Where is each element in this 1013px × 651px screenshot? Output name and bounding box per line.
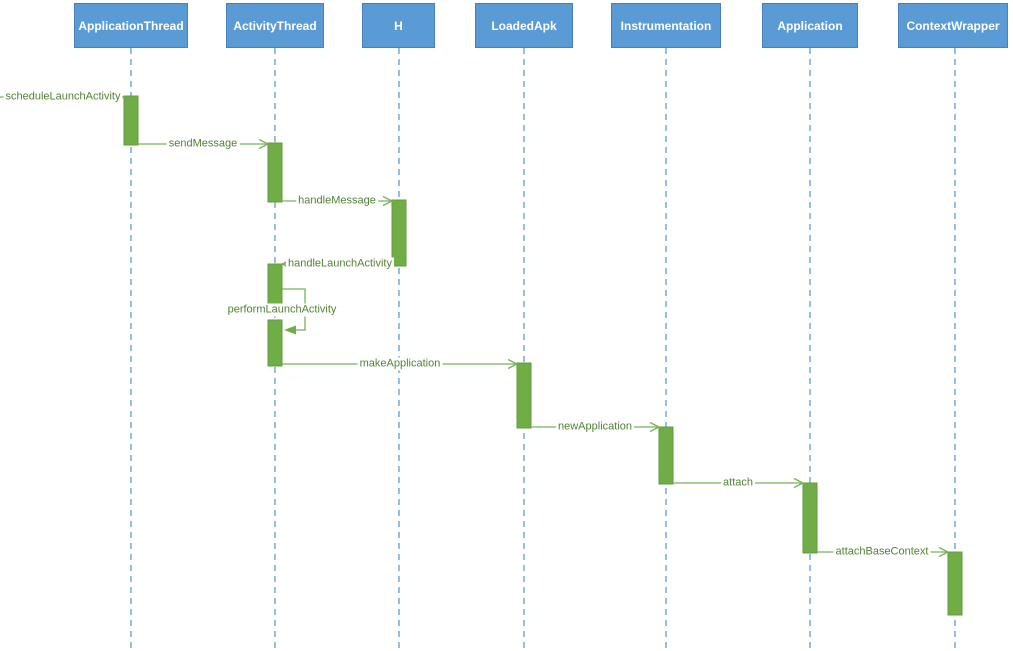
arrowhead-attach (793, 477, 805, 489)
activation-bar-contextwrapper (947, 551, 963, 616)
arrowhead-attachbasecontext (938, 546, 950, 558)
participant-box-loadedapk: LoadedApk (475, 3, 573, 48)
arrowhead-makeapplication (507, 358, 519, 370)
message-label-performlaunchactivity: performLaunchActivity (225, 303, 339, 317)
message-label-newapplication: newApplication (556, 420, 634, 434)
participant-box-contextwrapper: ContextWrapper (898, 3, 1008, 48)
message-label-makeapplication: makeApplication (357, 357, 443, 371)
arrowhead-sendmessage (258, 138, 270, 150)
message-label-attach: attach (721, 476, 755, 490)
activation-bar-h (391, 199, 407, 267)
activation-bar-activitythread (267, 142, 283, 203)
message-label-attachbasecontext: attachBaseContext (833, 545, 931, 559)
participant-box-activitythread: ActivityThread (226, 3, 324, 48)
arrowhead-handlemessage (382, 195, 394, 207)
activation-bar-application (802, 482, 818, 554)
activation-bar-activitythread (267, 263, 283, 306)
arrowhead-newapplication (649, 421, 661, 433)
participant-box-application: Application (762, 3, 858, 48)
activation-bar-loadedapk (516, 362, 532, 429)
activation-bar-applicationthread (123, 95, 139, 146)
message-label-schedulelaunchactivity: scheduleLaunchActivity (3, 90, 123, 104)
participant-box-h: H (362, 3, 435, 48)
participant-box-instrumentation: Instrumentation (611, 3, 721, 48)
activation-bar-instrumentation (658, 426, 674, 485)
self-message-arrowhead-performlaunchactivity (284, 325, 296, 335)
message-label-sendmessage: sendMessage (166, 137, 240, 151)
message-label-handlelaunchactivity: handleLaunchActivity (286, 257, 394, 271)
message-label-handlemessage: handleMessage (296, 194, 378, 208)
activation-bar-activitythread (267, 319, 283, 367)
participant-box-applicationthread: ApplicationThread (74, 3, 188, 48)
